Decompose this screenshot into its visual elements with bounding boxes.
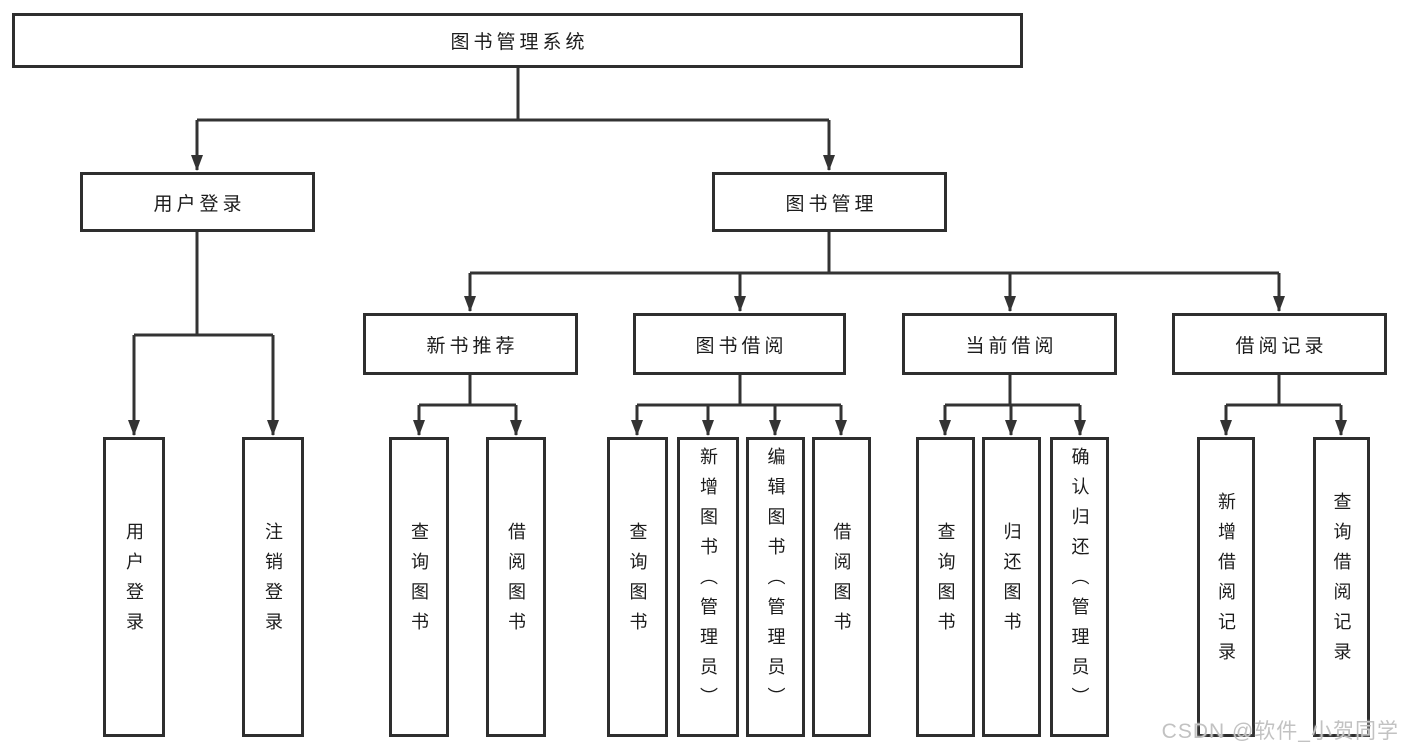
- node-new-book-recommend: 新书推荐: [363, 313, 578, 375]
- leaf-confirm-return-admin: 确认归还（管理员）: [1050, 437, 1109, 737]
- leaf-query-borrow-record: 查询借阅记录: [1313, 437, 1370, 737]
- leaf-logout: 注销登录: [242, 437, 304, 737]
- leaf-user-login: 用户登录: [103, 437, 165, 737]
- leaf-borrow-books-recommend: 借阅图书: [486, 437, 546, 737]
- leaf-edit-book-admin: 编辑图书（管理员）: [746, 437, 805, 737]
- edge-new-book-trunk: [419, 375, 516, 407]
- edge-current-borrowing-trunk: [945, 375, 1080, 407]
- node-book-management: 图书管理: [712, 172, 947, 232]
- leaf-borrow-books-borrowing: 借阅图书: [812, 437, 871, 737]
- edge-borrowing-records-trunk: [1226, 375, 1341, 407]
- edge-user-login-trunk: [134, 232, 273, 337]
- leaf-add-borrow-record: 新增借阅记录: [1197, 437, 1255, 737]
- leaf-return-books: 归还图书: [982, 437, 1041, 737]
- node-user-login: 用户登录: [80, 172, 315, 232]
- node-book-borrowing: 图书借阅: [633, 313, 846, 375]
- watermark: CSDN @软件_小贺同学: [1161, 720, 1399, 743]
- edge-book-borrowing-trunk: [637, 375, 841, 407]
- node-current-borrowing: 当前借阅: [902, 313, 1117, 375]
- edge-root-trunk: [197, 68, 829, 122]
- leaf-query-books-borrowing: 查询图书: [607, 437, 668, 737]
- edge-book-management-trunk: [470, 232, 1279, 275]
- node-borrowing-records: 借阅记录: [1172, 313, 1387, 375]
- leaf-query-books-recommend: 查询图书: [389, 437, 449, 737]
- leaf-query-books-current: 查询图书: [916, 437, 975, 737]
- leaf-add-book-admin: 新增图书（管理员）: [677, 437, 739, 737]
- node-library-management-system: 图书管理系统: [12, 13, 1023, 68]
